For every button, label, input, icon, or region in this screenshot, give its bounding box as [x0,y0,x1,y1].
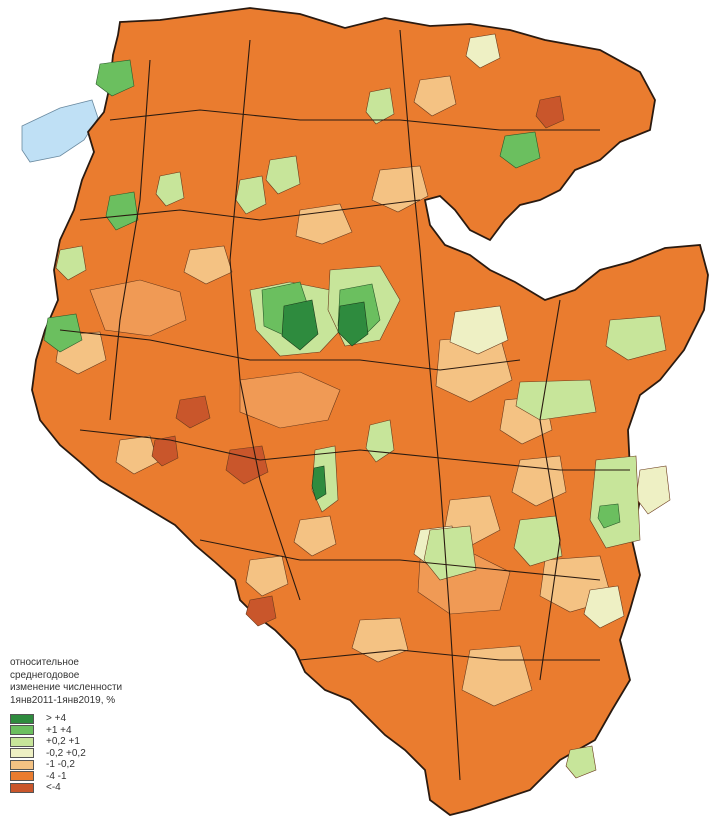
legend-swatch [10,759,34,770]
legend-item: -1 -0,2 [10,759,210,771]
legend-title-line: среднегодовое [10,669,80,681]
legend-swatch [10,725,34,736]
legend-title: относительное среднегодовое изменение чи… [10,657,210,707]
legend-item: -0,2 +0,2 [10,748,210,760]
legend: относительное среднегодовое изменение чи… [10,657,210,794]
legend-item: +0,2 +1 [10,736,210,748]
legend-label: -0,2 +0,2 [46,747,86,759]
internal-boundaries [59,29,630,781]
patch-group-below-minus4 [151,95,565,627]
legend-title-line: 1янв2011-1янв2019, % [10,694,116,706]
legend-swatch [10,736,34,747]
legend-label: -1 -0,2 [46,759,75,771]
legend-label: > +4 [46,713,67,725]
legend-item: -4 -1 [10,771,210,783]
region-outline [31,7,709,816]
legend-swatch [10,771,34,782]
legend-label: +1 +4 [46,724,72,736]
lake [21,99,99,163]
legend-item: <-4 [10,782,210,794]
legend-item: +1 +4 [10,725,210,737]
legend-swatch [10,713,34,724]
legend-title-line: изменение численности [10,682,123,693]
legend-label: +0,2 +1 [46,736,80,748]
legend-label: -4 -1 [46,770,67,782]
legend-item: > +4 [10,713,210,725]
legend-label: <-4 [46,782,61,794]
patch-group-above-plus4 [281,299,369,501]
legend-title-line: относительное [10,657,79,668]
legend-swatch [10,782,34,793]
legend-swatch [10,748,34,759]
